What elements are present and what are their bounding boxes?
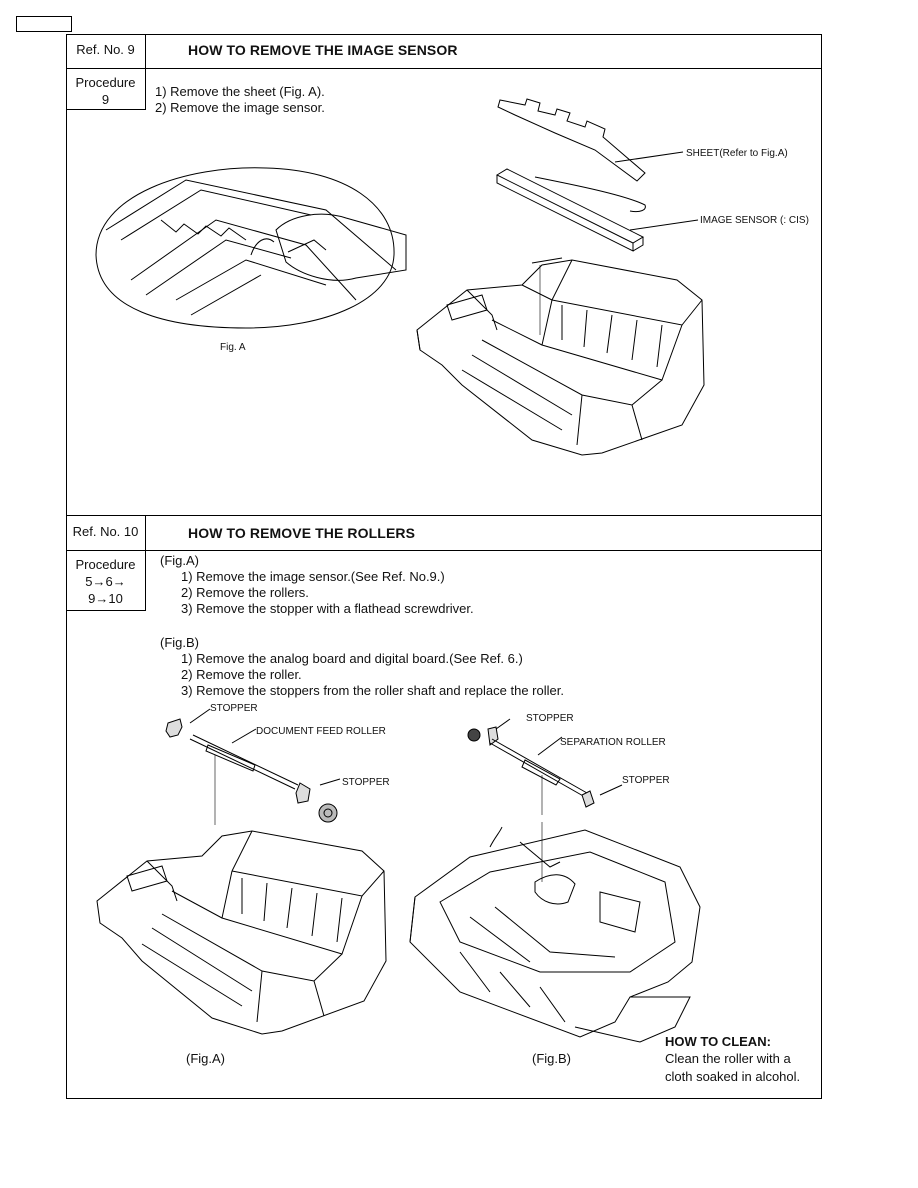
section1-procedure-label: Procedure — [75, 75, 136, 90]
figB-step-1: 1) Remove the analog board and digital b… — [181, 651, 523, 666]
figA-step-1: 1) Remove the image sensor.(See Ref. No.… — [181, 569, 445, 584]
section2-procedure-label: Procedure — [75, 557, 136, 572]
sheet-leader-line — [615, 150, 685, 165]
how-to-clean-line-1: Clean the roller with a — [665, 1051, 791, 1066]
section2-title: HOW TO REMOVE THE ROLLERS — [188, 525, 416, 541]
section1-title: HOW TO REMOVE THE IMAGE SENSOR — [188, 42, 458, 58]
sheet-part-illustration — [495, 95, 655, 185]
figB-heading: (Fig.B) — [160, 635, 199, 650]
section1-header-rule — [66, 68, 822, 69]
document-feed-roller-label: DOCUMENT FEED ROLLER — [256, 726, 386, 737]
section1-step-1: 1) Remove the sheet (Fig. A). — [155, 84, 325, 99]
fax-machine-illustration-2 — [92, 826, 392, 1038]
document-feed-roller-parts — [160, 705, 360, 830]
corner-marker — [16, 16, 72, 32]
stopper-b2-label: STOPPER — [622, 775, 670, 786]
section2-ref-cell: Ref. No. 10 — [66, 515, 146, 550]
page-frame — [66, 34, 822, 1099]
section2-header-rule — [66, 550, 822, 551]
separation-roller-parts — [460, 715, 630, 815]
section2-procedure-line1: 5→6→ — [85, 574, 126, 589]
how-to-clean-line-2: cloth soaked in alcohol. — [665, 1069, 801, 1084]
fig-a-closeup-illustration — [76, 160, 406, 330]
figB-step-3: 3) Remove the stoppers from the roller s… — [181, 683, 564, 698]
separation-roller-label: SEPARATION ROLLER — [560, 737, 666, 748]
section2-ref: Ref. No. 10 — [72, 524, 139, 539]
stopper-b1-label: STOPPER — [526, 713, 574, 724]
fig-a-caption: (Fig.A) — [186, 1051, 225, 1066]
section1-step-2: 2) Remove the image sensor. — [155, 100, 325, 115]
how-to-clean-title: HOW TO CLEAN: — [665, 1034, 771, 1049]
figA-heading: (Fig.A) — [160, 553, 199, 568]
fig-b-caption: (Fig.B) — [532, 1051, 571, 1066]
figB-step-2: 2) Remove the roller. — [181, 667, 302, 682]
image-sensor-label: IMAGE SENSOR (: CIS) — [700, 215, 809, 226]
image-sensor-part-illustration — [495, 165, 655, 260]
section2-procedure-cell: Procedure 5→6→ 9→10 — [66, 550, 146, 611]
fig-a-caption-label: Fig. A — [220, 342, 246, 353]
section2-procedure-line2: 9→10 — [88, 591, 123, 606]
section1-ref: Ref. No. 9 — [76, 42, 135, 57]
figA-step-3: 3) Remove the stopper with a flathead sc… — [181, 601, 474, 616]
stopper-a1-label: STOPPER — [210, 703, 258, 714]
image-sensor-leader-line — [630, 218, 700, 233]
stopper-a2-label: STOPPER — [342, 777, 390, 788]
section2-top-rule — [66, 515, 822, 516]
section1-procedure-cell: Procedure 9 — [66, 68, 146, 110]
section1-procedure-value: 9 — [101, 92, 110, 107]
fax-machine-illustration-1 — [412, 255, 712, 460]
sheet-label: SHEET(Refer to Fig.A) — [686, 148, 788, 159]
section1-ref-cell: Ref. No. 9 — [66, 34, 146, 68]
figA-step-2: 2) Remove the rollers. — [181, 585, 309, 600]
fax-machine-illustration-3 — [400, 822, 715, 1054]
